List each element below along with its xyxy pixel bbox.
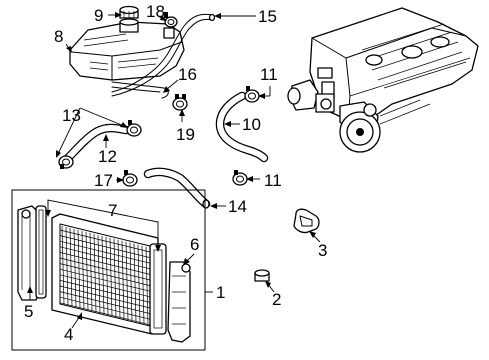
- core-fin-line: [133, 243, 137, 322]
- callout-5: 5: [24, 302, 33, 321]
- core-fin-line: [145, 246, 149, 325]
- core-tube-line: [59, 268, 151, 292]
- core-fin-line: [141, 245, 145, 324]
- core-tube-line: [59, 263, 151, 286]
- callout-16: 16: [178, 65, 197, 84]
- callout-1: 1: [216, 283, 225, 302]
- hose-clamp-18: [164, 12, 178, 28]
- core-fin-line: [105, 236, 109, 315]
- hose-12: [61, 123, 131, 165]
- callout-4: 4: [64, 325, 73, 344]
- radiator-right-tank: [167, 261, 191, 343]
- core-tube-line: [59, 274, 151, 298]
- hose-clamp-13b: [58, 155, 74, 169]
- core-fin-line: [61, 225, 65, 305]
- callout-18: 18: [146, 2, 165, 21]
- core-tube-line: [59, 296, 151, 320]
- core-fin-line: [117, 239, 121, 318]
- radiator-assembly-box: [11, 189, 206, 351]
- callout-11-bottom: 11: [264, 171, 282, 190]
- core-fin-line: [69, 227, 73, 306]
- core-tube-line: [59, 291, 151, 314]
- core-fin-line: [129, 242, 133, 321]
- core-fin-line: [65, 226, 69, 305]
- radiator-right-seal: [149, 243, 167, 335]
- callout-2: 2: [272, 290, 281, 309]
- hose-16: [111, 81, 169, 99]
- callout-3: 3: [318, 241, 327, 260]
- callout-14: 14: [228, 197, 247, 216]
- radiator-left-tank: [17, 205, 41, 301]
- callout-19: 19: [176, 125, 195, 144]
- callout-11-top: 11: [260, 65, 278, 84]
- radiator-left-seal: [35, 205, 47, 299]
- core-tube-line: [59, 280, 151, 303]
- callout-8: 8: [54, 27, 63, 46]
- hose-clamp-11b: [232, 170, 248, 186]
- core-tube-line: [59, 235, 151, 258]
- callout-15: 15: [258, 7, 277, 26]
- engine-assembly: [287, 7, 479, 153]
- callout-10: 10: [242, 115, 261, 134]
- hose-clamp-17: [122, 170, 138, 187]
- callout-7: 7: [108, 201, 117, 220]
- seal-3: [293, 208, 320, 234]
- core-tube-line: [59, 285, 151, 309]
- callout-12: 12: [98, 147, 117, 166]
- hose-clamp-19: [172, 94, 188, 111]
- hose-clamp-11a: [244, 86, 260, 103]
- callout-leaders: [27, 12, 321, 329]
- core-tube-line: [59, 246, 151, 270]
- core-fin-line: [125, 241, 129, 320]
- core-fin-line: [113, 238, 117, 317]
- core-tube-line: [59, 257, 151, 281]
- core-fin-line: [109, 237, 113, 316]
- core-tube-line: [59, 252, 151, 275]
- overflow-hose-15: [111, 13, 216, 97]
- callout-labels: 9 18 15 8 16 11 13 10 19 12 17 11 14 7 6…: [24, 2, 327, 344]
- core-fin-line: [137, 244, 141, 323]
- hose-14: [143, 167, 211, 209]
- core-fin-line: [93, 233, 97, 312]
- callout-9: 9: [94, 6, 103, 25]
- radiator-cap-2: [254, 269, 270, 282]
- hose-clamp-13a: [126, 120, 142, 137]
- hose-10: [215, 91, 269, 163]
- radiator-core: [51, 213, 159, 335]
- reservoir-cap: [119, 5, 139, 19]
- core-fin-line: [89, 232, 93, 311]
- core-fin-line: [77, 229, 81, 308]
- core-fin-line: [81, 230, 85, 309]
- core-fin-line: [97, 234, 101, 313]
- core-fin-line: [85, 231, 89, 310]
- core-tube-line: [59, 240, 151, 264]
- callout-17: 17: [94, 171, 113, 190]
- core-fin-line: [121, 240, 125, 319]
- core-tube-line: [59, 229, 151, 253]
- core-tube-line: [59, 302, 151, 326]
- core-fin-line: [101, 235, 105, 314]
- callout-13: 13: [62, 106, 81, 125]
- callout-6: 6: [190, 235, 199, 254]
- coolant-reservoir: [69, 18, 185, 81]
- core-fin-line: [73, 228, 77, 307]
